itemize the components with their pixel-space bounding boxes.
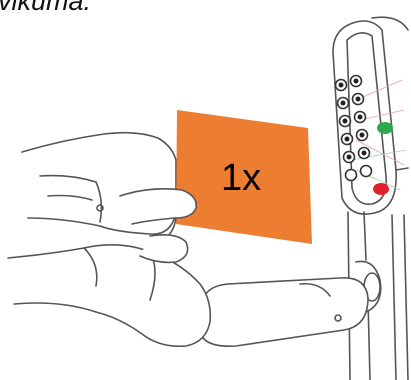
door-handle	[200, 261, 381, 346]
red-led-icon	[373, 183, 389, 195]
green-led-icon	[377, 122, 393, 134]
card-label: 1x	[221, 157, 261, 199]
finger-below-card	[140, 235, 188, 263]
